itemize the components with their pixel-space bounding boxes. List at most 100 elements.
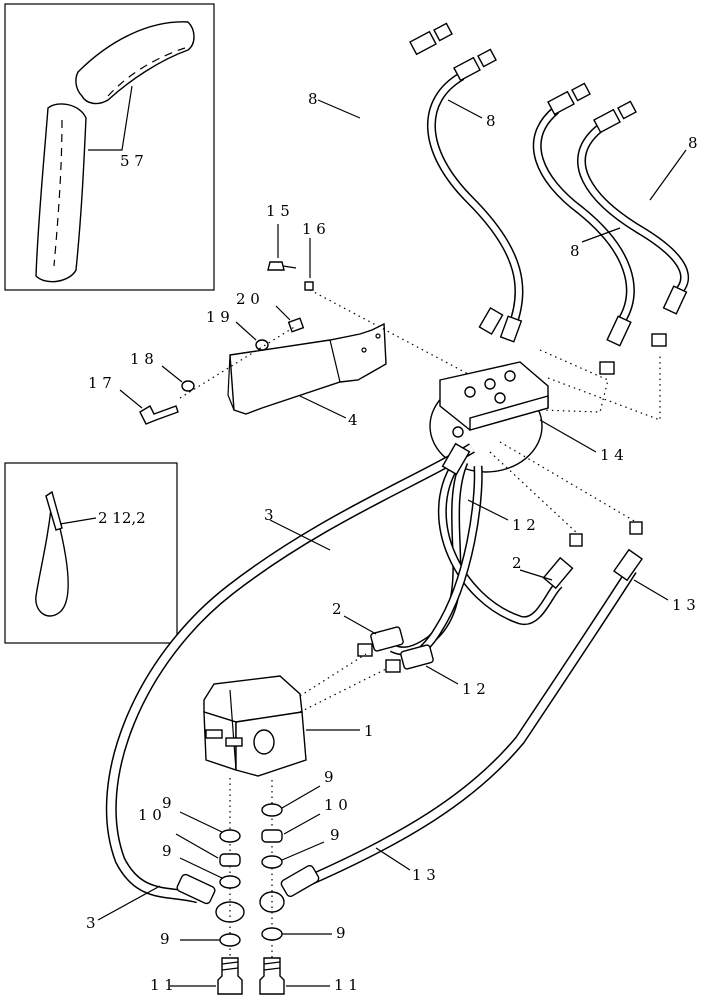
label-212: 2 12,2 <box>98 509 146 527</box>
washer-9-left-2 <box>219 875 241 889</box>
fitting-8b-top <box>453 56 481 82</box>
label-8-b: 8 <box>486 112 496 130</box>
label-12-a: 1 2 <box>512 516 536 534</box>
bolt-15-shank <box>282 265 297 269</box>
label-17: 1 7 <box>88 374 112 392</box>
nut-20 <box>287 317 305 333</box>
washer-9-right-2 <box>261 855 283 869</box>
fitting-2-top <box>542 556 574 590</box>
valve-stub-1 <box>205 729 223 739</box>
port-5 <box>452 426 464 438</box>
label-8-a: 8 <box>308 90 318 108</box>
label-3-b: 3 <box>86 914 96 932</box>
label-13-b: 1 3 <box>412 866 436 884</box>
bracket-hole-2 <box>361 347 367 353</box>
leader-10-a <box>283 813 321 835</box>
nut-16 <box>304 281 314 291</box>
sleeve-12-top <box>441 442 471 476</box>
dotted-valve-2 <box>299 653 367 697</box>
hose-13-inner <box>308 567 636 884</box>
label-19: 1 9 <box>206 308 230 326</box>
fitting-2-bottom <box>370 626 404 652</box>
fitting-8a-bottom <box>478 307 504 335</box>
label-9-a: 9 <box>324 768 334 786</box>
leader-20 <box>275 305 291 321</box>
leader-9-d <box>179 857 223 879</box>
leader-3-a <box>269 519 331 551</box>
leader-13-a <box>633 579 669 601</box>
fitting-12-bottom <box>400 644 434 670</box>
washer-10-left <box>219 853 241 867</box>
label-16: 1 6 <box>302 220 326 238</box>
leader-19 <box>235 321 257 341</box>
valve-split <box>229 689 237 771</box>
fitting-8c-bottom <box>606 315 632 347</box>
washer-stack: 9 9 1 0 1 0 9 9 9 9 1 1 1 1 <box>138 768 358 995</box>
label-9-f: 9 <box>336 924 346 942</box>
port-4 <box>494 392 506 404</box>
valve-body: 1 <box>203 653 389 777</box>
label-3-a: 3 <box>264 506 274 524</box>
washer-10-right <box>261 829 283 843</box>
cable-tie-head <box>45 490 63 531</box>
leader-12-a <box>467 499 509 521</box>
port-1 <box>464 386 476 398</box>
nut-12-bottom <box>385 659 401 673</box>
upper-hoses: 8 8 8 8 <box>308 22 698 375</box>
nut-2-top <box>569 533 583 547</box>
hose-3-inner <box>107 444 475 902</box>
nut-8d-bottom <box>651 333 667 347</box>
hose-8-a-outer <box>367 51 492 331</box>
valve-port <box>253 729 275 755</box>
bracket-4-bend <box>329 339 341 383</box>
nut-13-top <box>629 521 643 535</box>
fitting-8d-bottom <box>662 285 688 315</box>
leader-18 <box>161 365 183 383</box>
label-9-c: 9 <box>330 826 340 844</box>
leader-12-b <box>425 665 459 685</box>
hose-13-outer <box>307 567 637 886</box>
leader-10-b <box>175 833 219 859</box>
hose-8-d-outer <box>577 124 690 296</box>
sleeve-upper-seam <box>107 47 186 97</box>
label-57: 5 7 <box>120 152 144 170</box>
fitting-8b-bottom <box>499 315 523 343</box>
leader-8-b <box>447 99 483 119</box>
leader-212 <box>59 517 97 525</box>
leader-9-a <box>281 785 321 809</box>
dotted-valve-12 <box>299 667 389 713</box>
label-2-a: 2 <box>512 554 522 572</box>
washer-9-left-1 <box>219 829 241 843</box>
hose-8-d-inner <box>578 125 688 295</box>
nut-8b-top <box>477 48 497 68</box>
bracket-4 <box>229 322 387 415</box>
port-2 <box>484 378 496 390</box>
label-8-c: 8 <box>688 134 698 152</box>
washer-18 <box>181 380 195 392</box>
inset-hose-sleeve: 5 7 <box>4 3 215 291</box>
manifold-body-side <box>469 395 549 431</box>
assembly-dotted-17 <box>179 325 297 399</box>
leader-2-b <box>343 615 377 635</box>
sleeve-upper <box>75 21 195 105</box>
label-14: 1 4 <box>600 446 624 464</box>
fitting-3-crimp <box>176 873 216 905</box>
washer-19 <box>255 339 269 351</box>
label-15: 1 5 <box>266 202 290 220</box>
fitting-8a-top <box>409 30 437 56</box>
hose-8-b-inner <box>428 73 522 338</box>
washer-9-right-1 <box>261 803 283 817</box>
dotted-8d <box>547 356 661 421</box>
label-9-e: 9 <box>160 930 170 948</box>
leader-2-a <box>519 569 553 581</box>
label-12-b: 1 2 <box>462 680 486 698</box>
inset-frame-top <box>4 3 215 291</box>
bracket-4-edge <box>227 354 235 411</box>
leader-13-b <box>375 847 411 871</box>
fitting-13-top <box>613 548 643 582</box>
label-1: 1 <box>364 722 374 740</box>
label-18: 1 8 <box>130 350 154 368</box>
long-hoses: 3 3 1 3 1 3 <box>86 443 696 932</box>
nut-8d-top <box>617 100 637 120</box>
